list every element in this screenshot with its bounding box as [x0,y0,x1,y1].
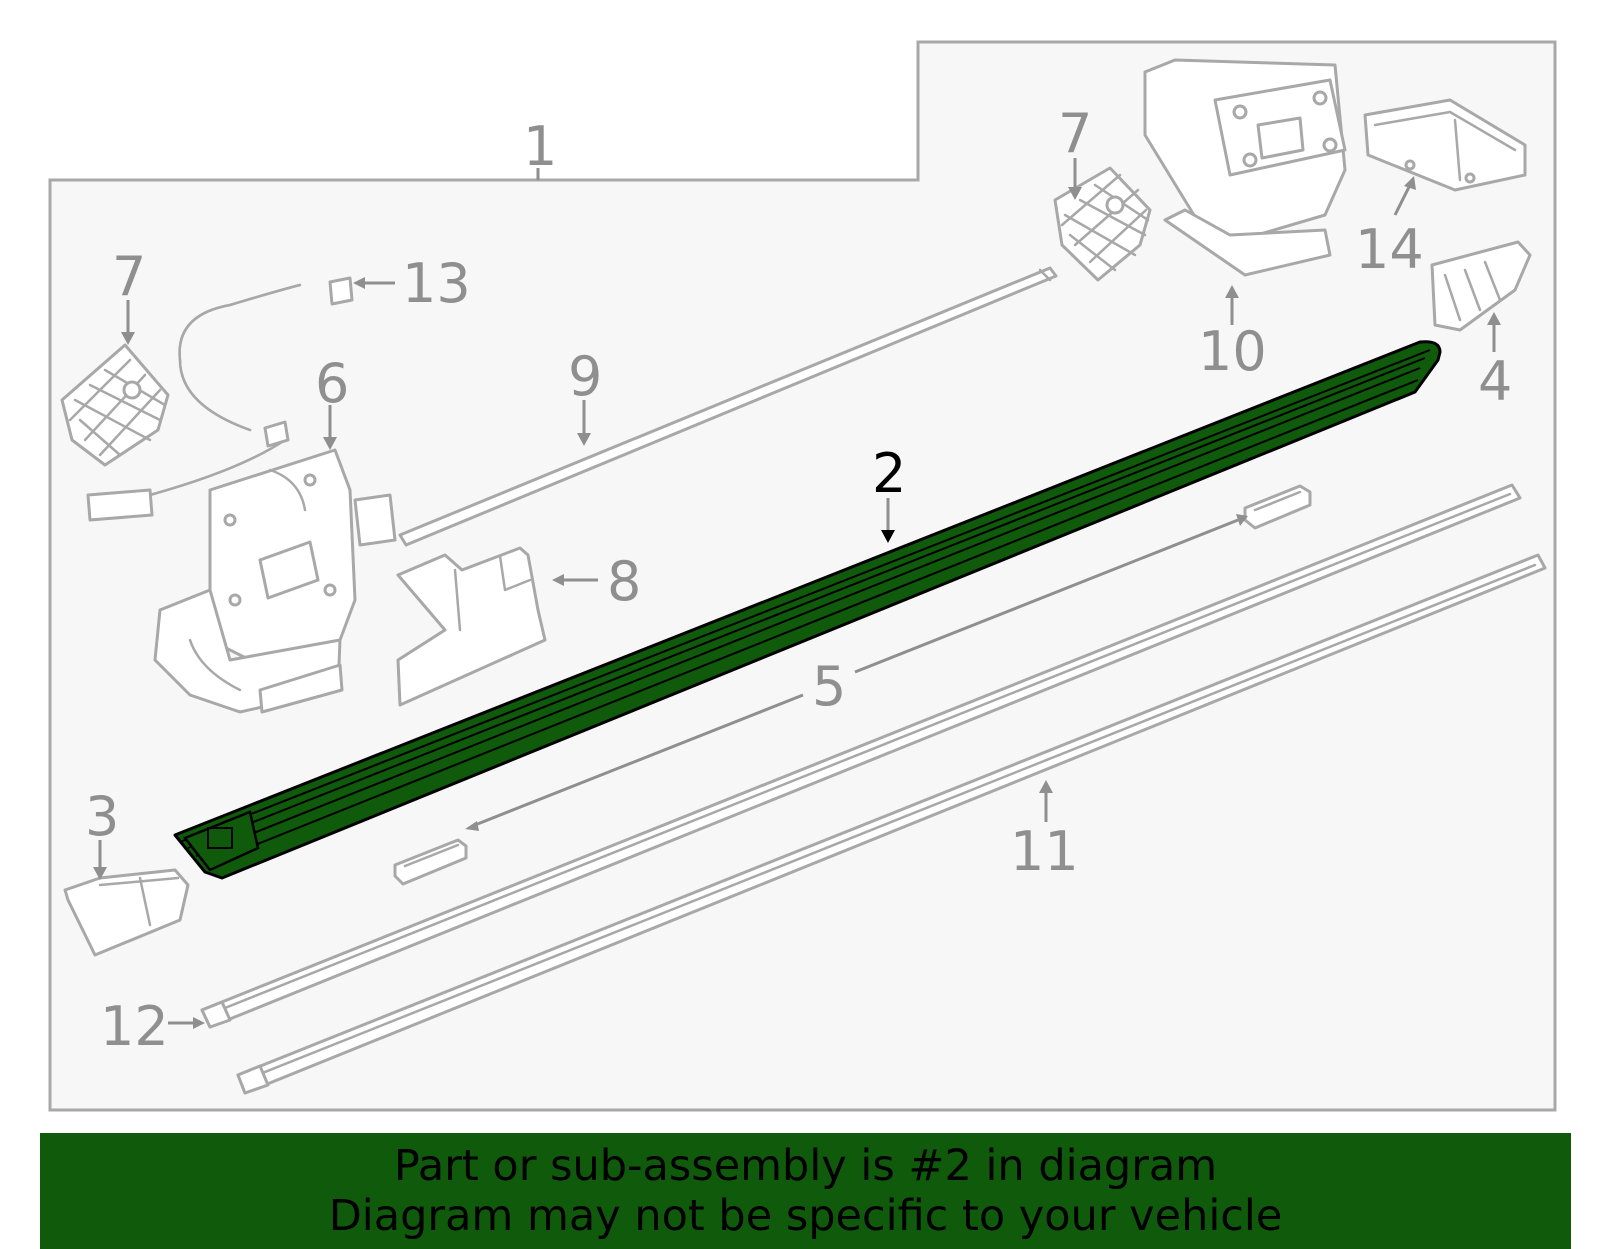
callout-14: 14 [1355,218,1424,281]
callout-6: 6 [315,352,349,415]
callout-3: 3 [85,785,119,848]
part-5-end-cap-left[interactable] [393,838,468,886]
callout-8: 8 [607,550,641,613]
banner-line-1: Part or sub-assembly is #2 in diagram [393,1141,1218,1191]
callout-1: 1 [523,115,557,178]
part-4-end-cap[interactable] [1430,240,1532,332]
part-14-block[interactable] [1363,98,1527,192]
callout-10: 10 [1198,320,1267,383]
info-banner: Part or sub-assembly is #2 in diagram Di… [40,1133,1571,1249]
part-9-rod[interactable] [398,266,1058,547]
assembly-frame [48,40,1557,1112]
callout-7-left: 7 [112,245,146,308]
part-10-bracket[interactable] [1143,58,1347,277]
part-13-harness[interactable] [86,276,354,522]
part-2-running-board[interactable] [173,340,1442,880]
callout-7-right: 7 [1058,102,1092,165]
part-7-pad-right[interactable] [1053,166,1152,282]
banner-line-2: Diagram may not be specific to your vehi… [328,1191,1283,1241]
callout-11: 11 [1010,820,1079,883]
callout-2: 2 [872,442,906,505]
part-6-motor-bracket[interactable] [153,448,397,714]
callout-9: 9 [568,345,602,408]
parts-diagram: 1 2 3 4 5 6 7 7 8 9 10 11 12 13 14 [48,40,1557,1112]
part-3-end-cap[interactable] [63,868,190,957]
part-12-strip[interactable] [200,483,1522,1029]
callout-4: 4 [1478,350,1512,413]
callout-12: 12 [100,995,169,1058]
leader-lines [93,158,1501,1029]
callout-5: 5 [812,655,846,718]
part-8-shield[interactable] [396,546,547,707]
part-7-pad-left[interactable] [60,343,170,467]
part-5-end-cap-right[interactable] [1243,484,1312,530]
callout-13: 13 [402,252,471,315]
part-11-strip[interactable] [236,553,1547,1095]
